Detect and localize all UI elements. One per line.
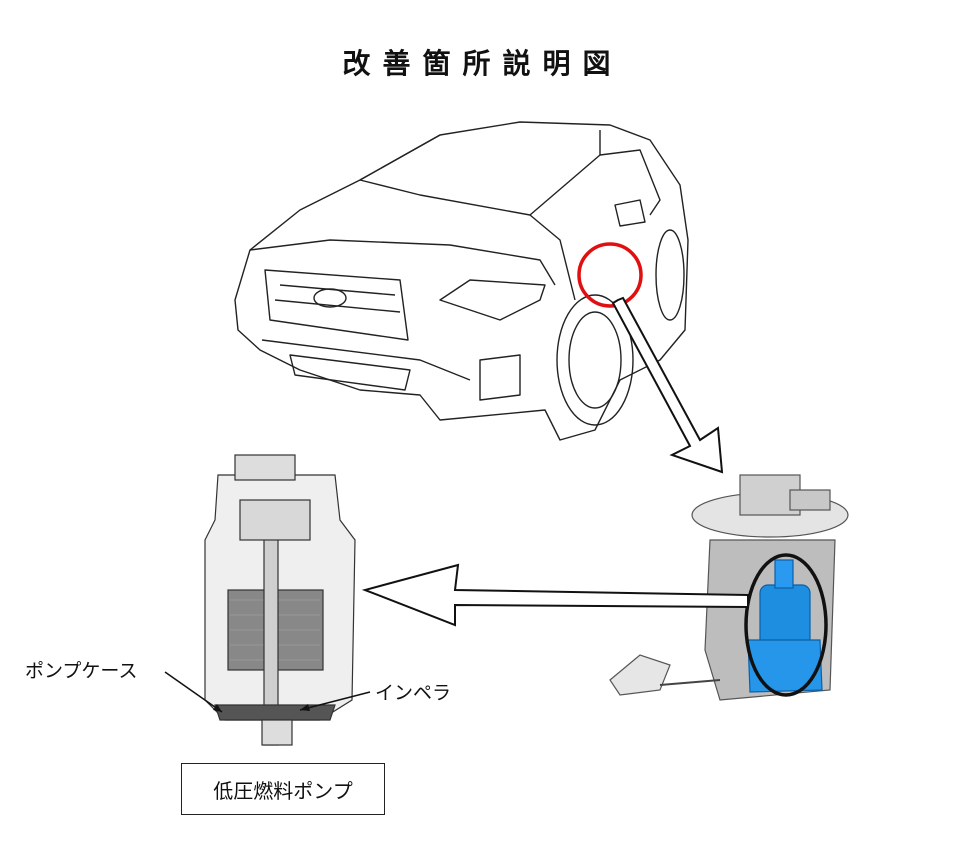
label-impeller: インペラ — [375, 682, 452, 704]
arrow-to-pump-detail — [361, 563, 749, 627]
page-title: 改善箇所説明図 — [342, 47, 623, 80]
pump-case-leader — [164, 671, 223, 713]
arrow-to-fuel-module — [611, 296, 724, 474]
caption-low-pressure-fuel-pump: 低圧燃料ポンプ — [213, 778, 353, 803]
label-pump-case: ポンプケース — [25, 660, 138, 682]
low-pressure-fuel-pump-illustration — [204, 454, 356, 746]
car-illustration — [234, 121, 689, 441]
highlight-ellipse-pump — [744, 553, 828, 697]
impeller-leader — [299, 691, 371, 711]
fuel-pump-module — [609, 474, 849, 701]
caption-box: 低圧燃料ポンプ — [181, 763, 385, 815]
highlight-circle-fuel-area — [577, 242, 643, 308]
